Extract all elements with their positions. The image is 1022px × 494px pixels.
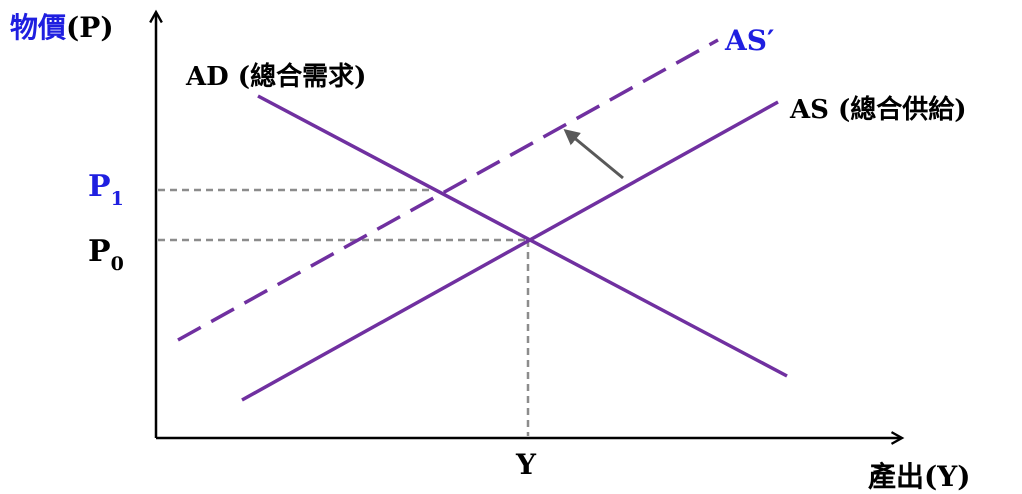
p0-label-main: P bbox=[88, 234, 111, 269]
y-axis-label: 物價(P) bbox=[10, 11, 114, 44]
as-curve-label: AS (總合供給) bbox=[789, 94, 967, 125]
p1-label-sub: 1 bbox=[111, 188, 124, 210]
as-shifted-curve bbox=[177, 38, 719, 342]
p0-label-sub: 0 bbox=[111, 253, 124, 275]
ad-curve bbox=[257, 94, 788, 378]
shift-arrow bbox=[563, 128, 624, 180]
y-axis-label-cjk: 物價 bbox=[10, 11, 67, 44]
p1-label-main: P bbox=[88, 169, 111, 204]
x-tick-label-y: Y bbox=[515, 448, 537, 481]
p1-label: P1 bbox=[88, 169, 124, 210]
p0-label: P0 bbox=[88, 234, 124, 275]
ad-curve-label: AD (總合需求) bbox=[185, 61, 366, 92]
as-curve bbox=[241, 100, 779, 402]
as-shifted-curve-label: AS′ bbox=[724, 24, 774, 57]
x-axis-label: 產出(Y) bbox=[868, 460, 971, 493]
y-axis-label-suffix: (P) bbox=[66, 11, 114, 44]
